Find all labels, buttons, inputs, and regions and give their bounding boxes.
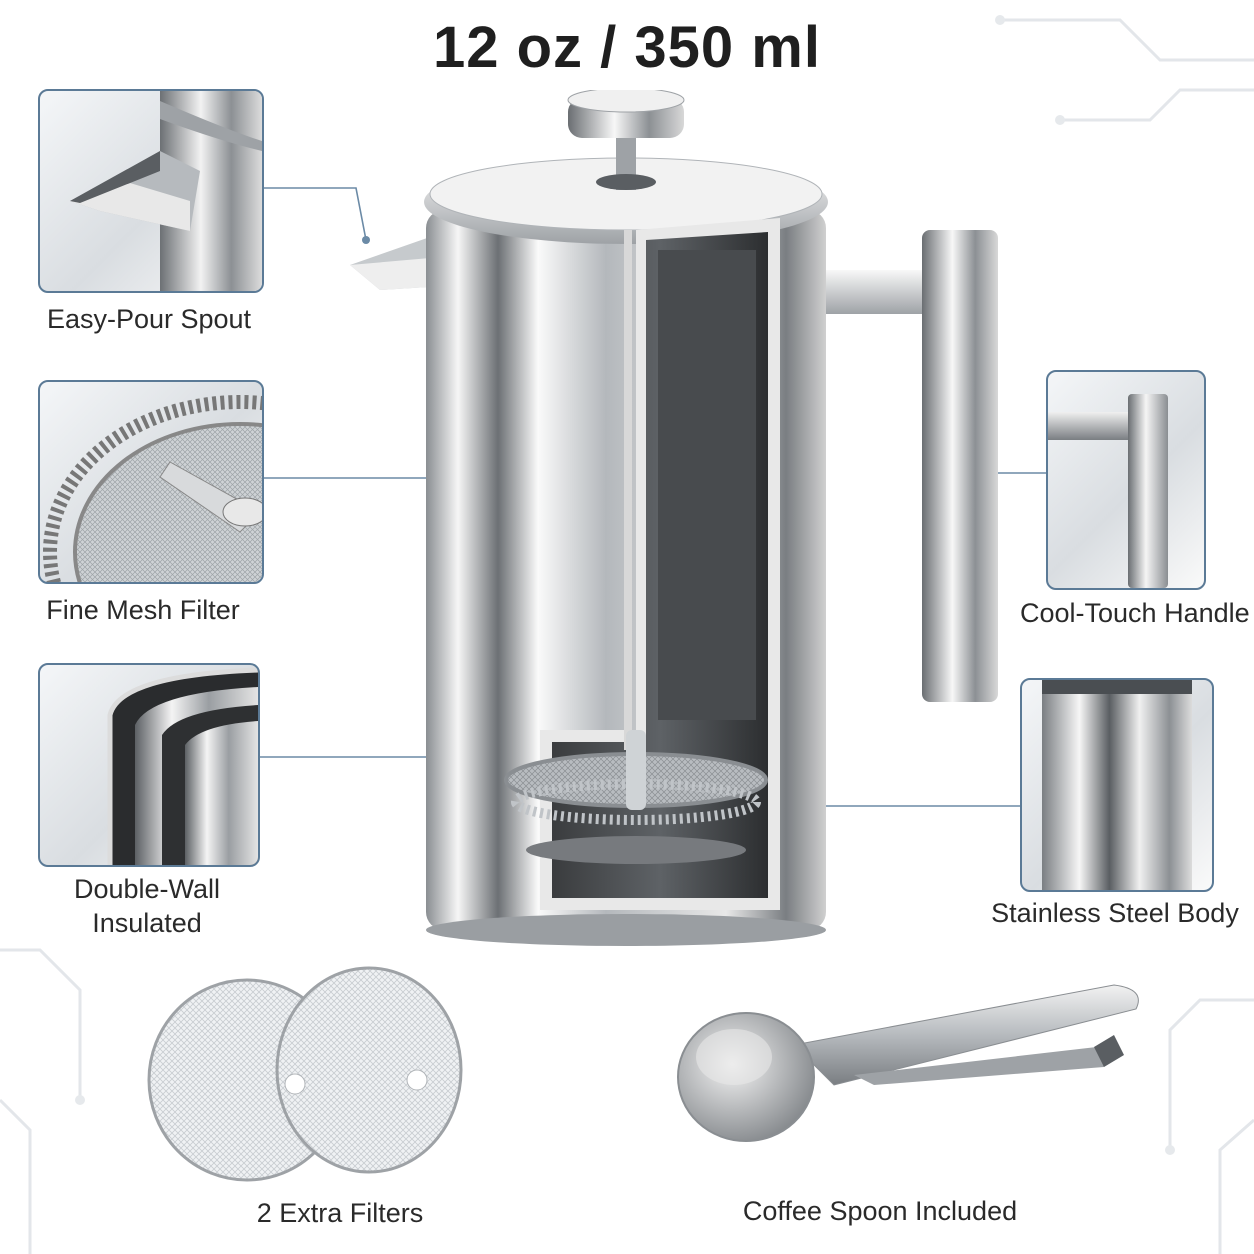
handle-panel (1046, 370, 1206, 590)
handle-label: Cool-Touch Handle (1020, 598, 1250, 628)
extra-filters-label: 2 Extra Filters (256, 1198, 424, 1228)
french-press-icon (350, 87, 998, 946)
extra-filters-image (145, 962, 465, 1182)
handle-closeup-icon (1048, 394, 1168, 588)
extra-filters-icon (147, 966, 463, 1182)
coffee-spoon-label: Coffee Spoon Included (742, 1196, 1018, 1226)
coffee-spoon-image (674, 975, 1154, 1175)
spout-closeup-icon (70, 91, 262, 291)
filter-panel (38, 380, 264, 584)
steel-body-closeup-icon (1042, 680, 1192, 890)
double-wall-panel (38, 663, 260, 867)
double-wall-label-line2: Insulated (92, 908, 202, 938)
filter-label: Fine Mesh Filter (46, 595, 240, 625)
coffee-spoon-icon (677, 984, 1139, 1142)
spout-panel (38, 89, 264, 293)
steel-body-label: Stainless Steel Body (991, 898, 1239, 928)
capacity-title: 12 oz / 350 ml (433, 15, 821, 80)
french-press-image (340, 87, 1010, 950)
double-wall-label: Double-Wall Insulated (38, 872, 256, 940)
steel-body-panel (1020, 678, 1214, 892)
double-wall-label-line1: Double-Wall (73, 874, 221, 904)
double-wall-closeup-icon (107, 667, 258, 865)
spout-label: Easy-Pour Spout (46, 304, 252, 334)
mesh-filter-closeup-icon (43, 395, 262, 582)
